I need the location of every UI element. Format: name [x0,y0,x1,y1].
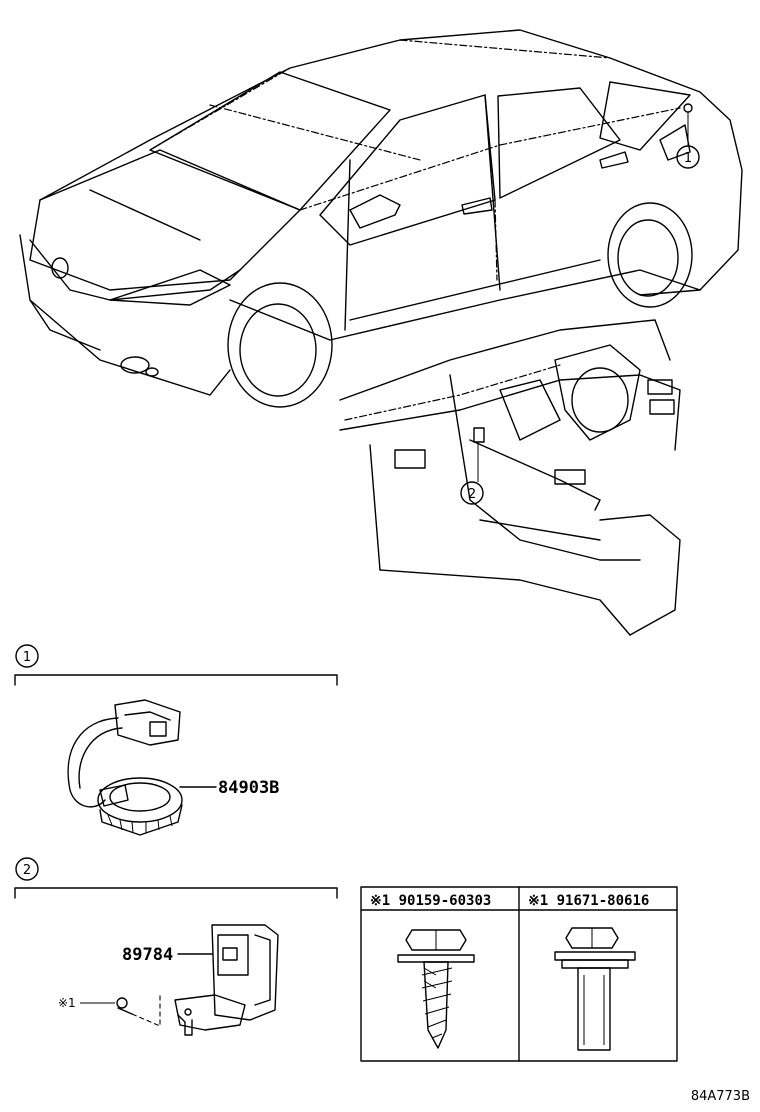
vehicle-illustration [19,29,743,408]
bolt-91671-80616 [554,927,636,1051]
svg-text:2: 2 [23,863,31,878]
svg-text:1: 1 [23,650,31,665]
section-1-header: 1 [14,644,338,686]
svg-text:1: 1 [684,151,692,166]
sensor-assembly-89784 [116,924,279,1036]
antenna-assembly-84903B [67,699,217,836]
svg-text:2: 2 [468,487,476,502]
diagram-code: 84A773B [691,1089,750,1104]
dashboard-illustration [339,319,681,636]
fastener-table [360,886,678,1062]
part-label-89784: 89784 [122,945,173,965]
screw-90159-60303 [397,929,475,1049]
bolt-ref-marker: ※1 [58,996,76,1010]
section-2-header: 2 [14,857,338,899]
callout-2-dashboard: 2 [460,481,484,505]
table-header-91671-80616: ※1 91671-80616 [528,893,649,909]
part-label-84903B: 84903B [218,778,279,798]
table-header-90159-60303: ※1 90159-60303 [370,893,491,909]
callout-1-car: 1 [676,145,700,169]
